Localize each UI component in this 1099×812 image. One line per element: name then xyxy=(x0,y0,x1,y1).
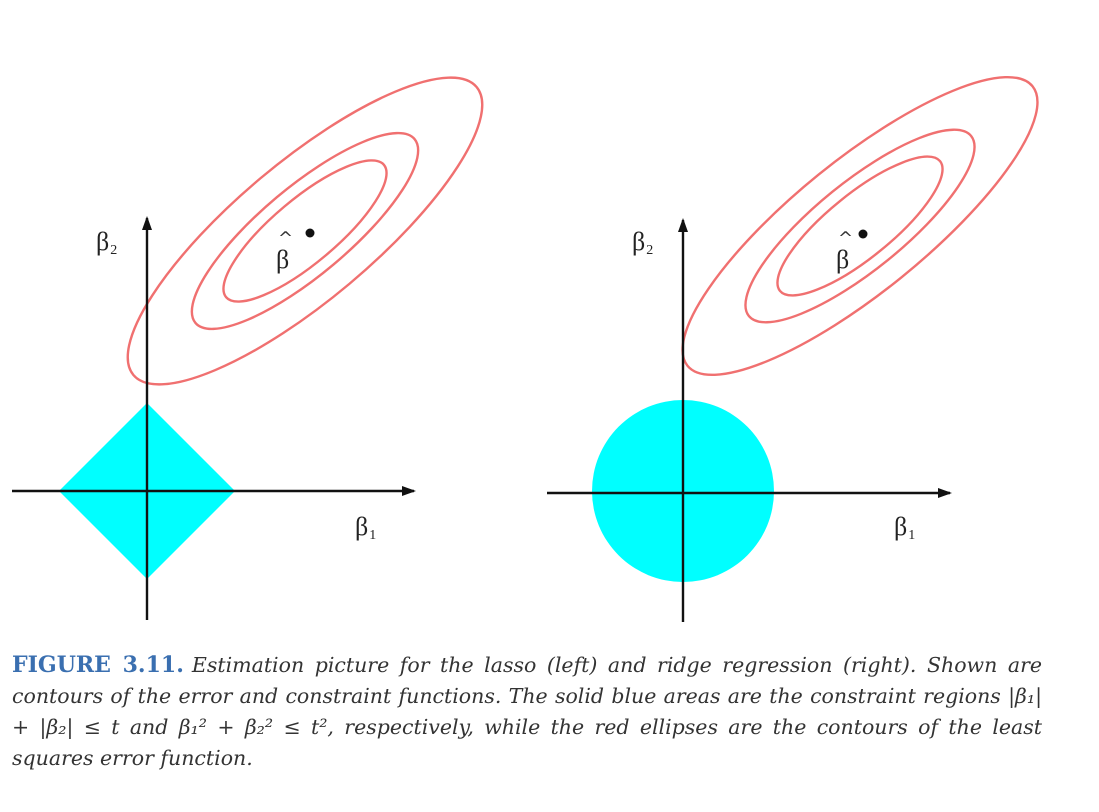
ridge-estimate-label: β xyxy=(836,245,849,274)
ridge-estimate-point xyxy=(858,229,868,239)
lasso-estimate-label: β xyxy=(276,245,289,274)
lasso-estimate-hat: ^ xyxy=(278,228,293,249)
lasso-estimate-point xyxy=(305,228,315,238)
ridge-estimate-hat: ^ xyxy=(838,228,853,249)
lasso-contour-inner xyxy=(222,159,388,303)
figure-canvas: β2 β1 ^ β β2 β1 ^ β xyxy=(12,75,1039,622)
ridge-panel: β2 β1 ^ β xyxy=(547,75,1039,622)
lasso-x-axis-label: β1 xyxy=(355,512,376,543)
figure-caption-text: Estimation picture for the lasso (left) … xyxy=(12,653,1043,770)
ridge-contour-middle xyxy=(744,128,976,324)
figure-caption: FIGURE 3.11.Estimation picture for the l… xyxy=(12,650,1042,774)
ridge-contour-outer xyxy=(681,75,1039,377)
lasso-error-contours xyxy=(126,76,484,386)
lasso-contour-outer xyxy=(126,76,484,386)
lasso-contour-middle xyxy=(190,131,420,331)
figure-caption-label: FIGURE 3.11. xyxy=(12,652,184,678)
lasso-panel: β2 β1 ^ β xyxy=(12,76,484,620)
lasso-y-axis-label: β2 xyxy=(96,227,117,258)
ridge-y-axis-label: β2 xyxy=(632,227,653,258)
ridge-x-axis-label: β1 xyxy=(894,512,915,543)
ridge-contour-inner xyxy=(776,155,944,297)
ridge-error-contours xyxy=(681,75,1039,377)
